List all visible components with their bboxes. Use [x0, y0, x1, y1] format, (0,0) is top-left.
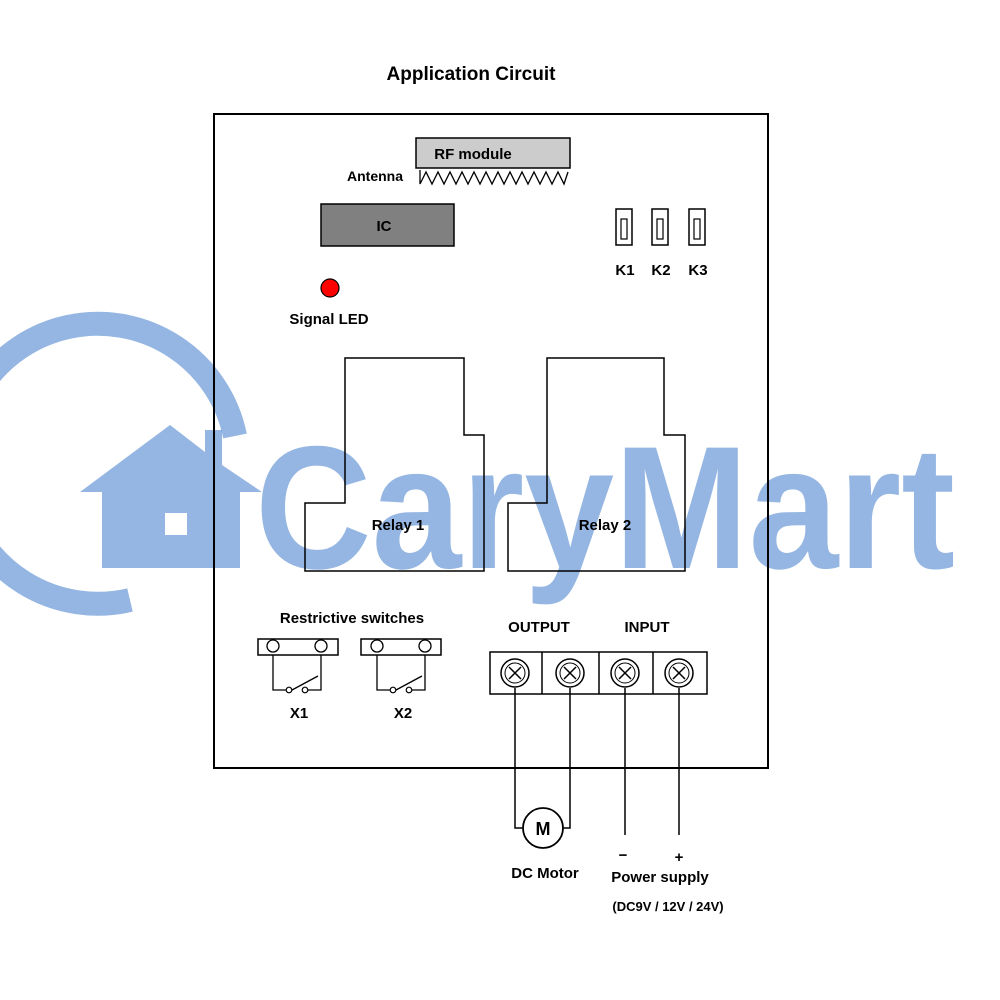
terminal-screw-icon — [500, 658, 530, 688]
signal-led: Signal LED — [289, 278, 369, 328]
terminal-screw-icon — [610, 658, 640, 688]
relay-2: Relay 2 — [507, 357, 686, 572]
jumper-k1: K1 — [615, 208, 635, 279]
relay-1: Relay 1 — [304, 357, 485, 572]
terminal-screw-icon — [314, 639, 328, 653]
rf-module: RF module Antenna — [347, 137, 571, 186]
watermark-house-icon — [80, 425, 262, 568]
dc-motor-label: DC Motor — [511, 865, 579, 882]
power-supply: − + Power supply (DC9V / 12V / 24V) — [611, 847, 723, 914]
power-supply-label: Power supply — [611, 869, 709, 886]
terminal-screw-icon — [418, 639, 432, 653]
minus-sign: − — [619, 847, 628, 864]
relay-label: Relay 1 — [372, 517, 425, 534]
output-wires — [514, 688, 571, 829]
board-outline — [213, 113, 769, 769]
ic-label: IC — [377, 218, 392, 235]
terminal-screw-icon — [370, 639, 384, 653]
jumper-label: K3 — [688, 262, 707, 279]
rf-module-label: RF module — [434, 146, 512, 163]
switch-x1: X1 — [257, 638, 339, 722]
jumper-label: K1 — [615, 262, 634, 279]
led-icon — [320, 278, 340, 298]
page-title: Application Circuit — [387, 64, 557, 85]
antenna-coil-icon — [419, 170, 569, 186]
switch-label: X1 — [290, 705, 308, 722]
watermark-swoosh-icon — [0, 311, 247, 616]
watermark-text: CaryMart — [255, 411, 955, 606]
terminal-screw-icon — [555, 658, 585, 688]
switch-contact-icon — [272, 655, 322, 691]
watermark-house-window — [165, 513, 187, 535]
carymart-watermark: CaryMart — [0, 311, 955, 616]
jumper-k2: K2 — [651, 208, 671, 279]
jumper-k3: K3 — [688, 208, 708, 279]
terminal-block — [489, 651, 708, 695]
input-wires — [624, 688, 680, 835]
switch-contact-icon — [376, 655, 426, 691]
terminal-screw-icon — [266, 639, 280, 653]
jumper-label: K2 — [651, 262, 670, 279]
relay-label: Relay 2 — [579, 517, 632, 534]
motor-icon — [522, 807, 564, 849]
power-spec-label: (DC9V / 12V / 24V) — [612, 899, 723, 914]
motor-symbol: M — [536, 819, 551, 839]
antenna-label: Antenna — [347, 168, 403, 184]
signal-led-label: Signal LED — [289, 311, 368, 328]
terminal-screw-icon — [664, 658, 694, 688]
ic-chip: IC — [320, 203, 455, 247]
dc-motor: M DC Motor — [511, 807, 579, 882]
plus-sign: + — [675, 849, 684, 866]
switch-label: X2 — [394, 705, 412, 722]
restrictive-switches-label: Restrictive switches — [280, 610, 424, 627]
switch-x2: X2 — [360, 638, 442, 722]
input-label: INPUT — [625, 619, 670, 636]
output-label: OUTPUT — [508, 619, 570, 636]
